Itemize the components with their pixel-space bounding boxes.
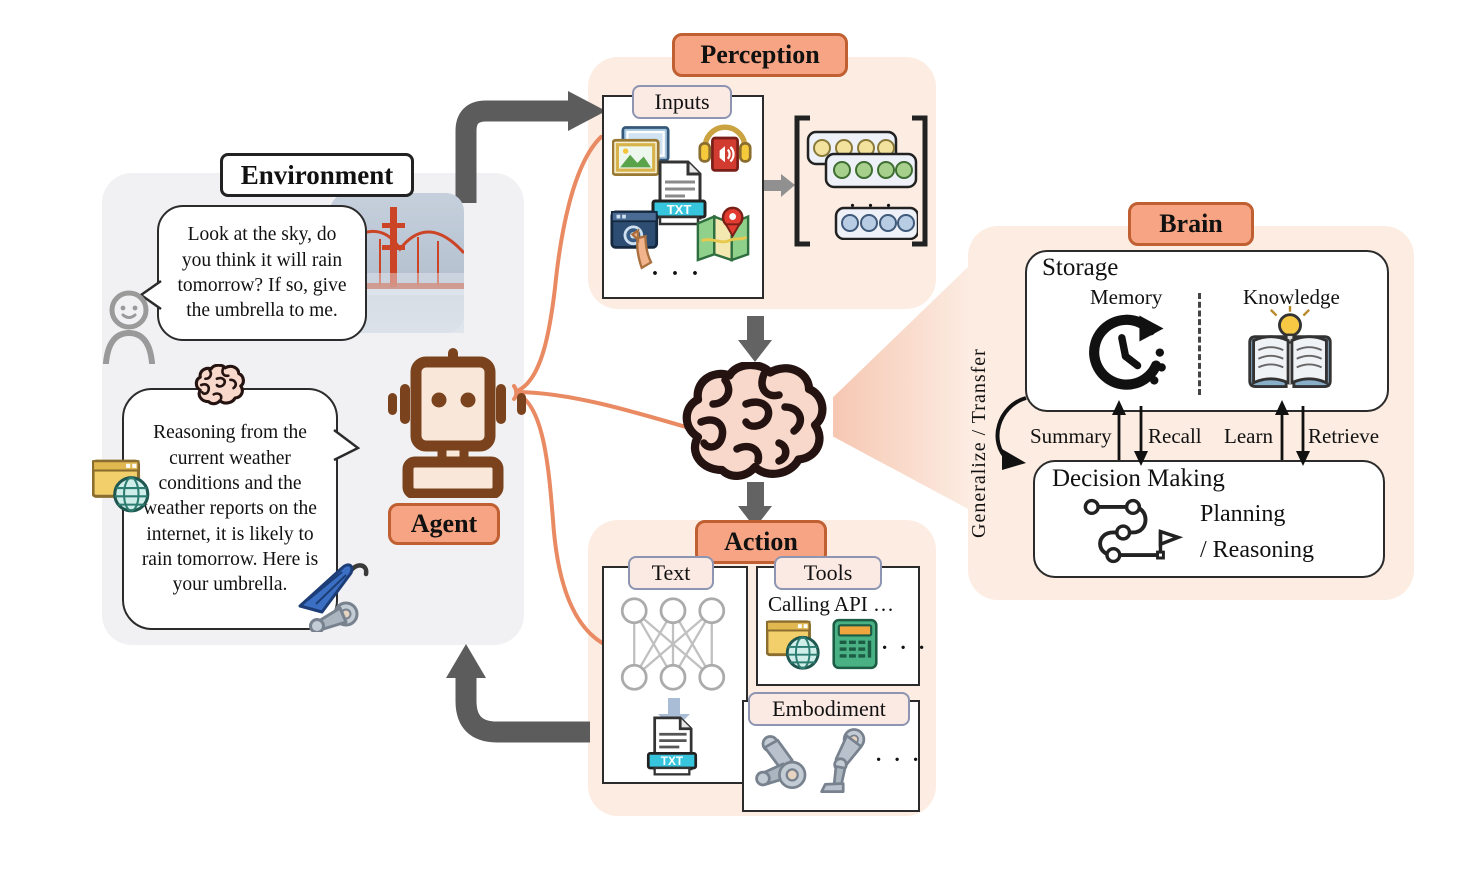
- embedding-brackets: [794, 115, 928, 247]
- decision-making-label: Decision Making: [1052, 465, 1225, 492]
- bubble-tail-right: [333, 429, 360, 462]
- tools-tag: Tools: [774, 556, 882, 590]
- agent-badge-text: Agent: [410, 509, 478, 538]
- perception-badge: Perception: [672, 33, 848, 77]
- storage-label: Storage: [1042, 254, 1119, 281]
- inputs-ellipsis: . . .: [652, 255, 702, 281]
- embodiment-ellipsis: . . .: [876, 742, 923, 766]
- robot-arm-icon: [752, 732, 816, 794]
- txt-output-icon-label: TXT: [661, 754, 684, 768]
- inputs-tag: Inputs: [632, 85, 732, 119]
- user-speech-bubble: Look at the sky, do you think it will ra…: [139, 205, 367, 341]
- umbrella-robot-arm-icon: [290, 548, 374, 632]
- audio-input-icon: [698, 118, 752, 176]
- tools-tag-text: Tools: [803, 560, 853, 585]
- brain-badge: Brain: [1128, 202, 1254, 246]
- action-to-env-arrow: [446, 644, 590, 743]
- user-message: Look at the sky, do you think it will ra…: [177, 224, 347, 322]
- touch-input-icon: [610, 208, 666, 270]
- environment-label-text: Environment: [240, 159, 394, 190]
- agent-badge: Agent: [388, 503, 500, 545]
- memory-label: Memory: [1090, 285, 1163, 309]
- txt-document-icon: TXT: [650, 160, 708, 228]
- planning-reasoning-label: Planning / Reasoning: [1200, 496, 1314, 568]
- decision-making-box: [1033, 460, 1385, 578]
- planning-route-icon: [1078, 494, 1186, 568]
- tools-ellipsis: . . .: [882, 630, 929, 654]
- brain-badge-text: Brain: [1159, 209, 1223, 238]
- brain-small-icon: [194, 364, 246, 406]
- generalize-transfer-label: Generalize / Transfer: [968, 348, 990, 538]
- embodiment-tag: Embodiment: [748, 692, 910, 726]
- retrieve-label: Retrieve: [1308, 424, 1380, 448]
- planning-line: Planning: [1200, 501, 1286, 527]
- embedding-vectors: [806, 130, 918, 240]
- inputs-tag-text: Inputs: [654, 89, 710, 114]
- embedding-ellipsis: . . .: [850, 190, 895, 212]
- perception-to-brain-arrow: [738, 316, 772, 362]
- knowledge-book-icon: [1242, 306, 1338, 398]
- robot-leg-icon: [818, 726, 872, 796]
- summary-label: Summary: [1030, 424, 1112, 448]
- memory-history-icon: [1082, 308, 1170, 400]
- browser-tool-icon: [766, 618, 824, 672]
- txt-output-icon: TXT: [646, 716, 698, 778]
- perception-badge-text: Perception: [700, 40, 820, 69]
- embodiment-tag-text: Embodiment: [772, 696, 886, 721]
- calculator-tool-icon: [832, 618, 878, 670]
- map-input-icon: [694, 204, 752, 262]
- text-tag: Text: [628, 556, 714, 590]
- learn-label: Learn: [1224, 424, 1273, 448]
- storage-divider: [1198, 293, 1201, 395]
- recall-label: Recall: [1148, 424, 1202, 448]
- agent-speech-bubble: Reasoning from the current weather condi…: [122, 388, 360, 630]
- neural-network-icon: [614, 596, 732, 692]
- reasoning-line: / Reasoning: [1200, 537, 1314, 563]
- action-badge-text: Action: [724, 527, 798, 556]
- web-browser-icon: [92, 458, 154, 514]
- llm-brain-icon: [676, 362, 834, 482]
- agent-message: Reasoning from the current weather condi…: [141, 422, 319, 596]
- knowledge-label: Knowledge: [1243, 285, 1340, 309]
- person-icon: [98, 288, 160, 364]
- text-tag-text: Text: [651, 560, 691, 585]
- txt-icon-label: TXT: [667, 202, 692, 217]
- calling-api-text: Calling API …: [768, 592, 895, 616]
- environment-label: Environment: [220, 153, 414, 197]
- images-input-icon: [612, 126, 670, 178]
- robot-agent-icon: [380, 348, 526, 498]
